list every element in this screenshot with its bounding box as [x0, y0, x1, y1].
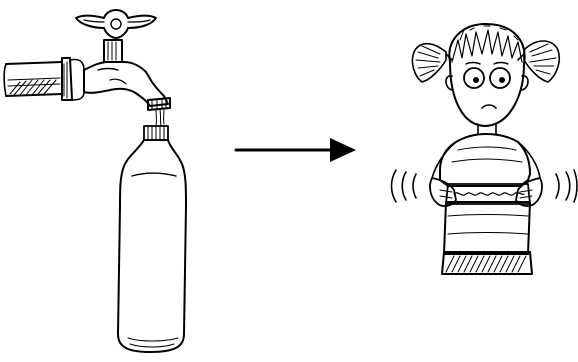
arrow-right — [236, 138, 356, 162]
pigtail-left — [412, 44, 452, 82]
tap-and-bottle-panel — [4, 10, 186, 352]
tap-body — [76, 10, 170, 110]
pipe-collar — [62, 58, 84, 100]
girl-skirt — [442, 252, 532, 274]
girl-panel — [392, 24, 578, 274]
water-stream — [156, 110, 164, 126]
girl-head — [446, 24, 528, 126]
bottle — [118, 126, 186, 352]
wall-pipe — [4, 62, 62, 96]
